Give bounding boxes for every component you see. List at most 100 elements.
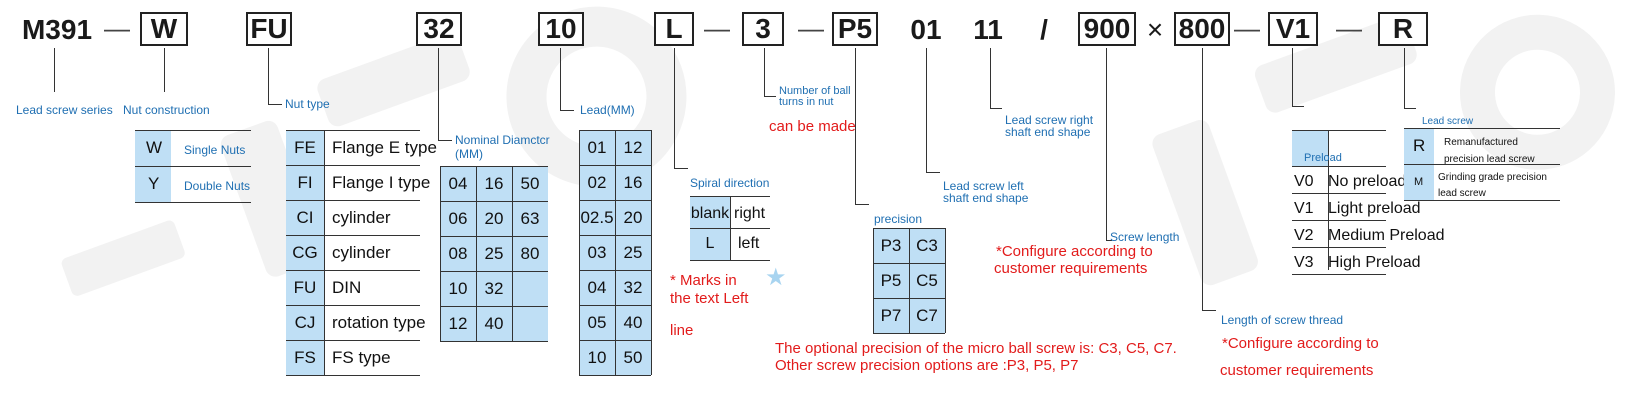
table-rule [324, 130, 325, 375]
precision-cell: C5 [916, 271, 938, 290]
table-rule [286, 340, 420, 341]
table-rule [286, 305, 420, 306]
nut-type-desc: DIN [332, 278, 362, 297]
table-rule [1292, 130, 1386, 131]
preload-table: Preload [1292, 130, 1387, 270]
table-rule [579, 165, 651, 166]
spiral-table: blank right L left [690, 196, 770, 261]
watermark-bar [1152, 119, 1258, 286]
table-rule [440, 306, 548, 307]
diameter-cell: 63 [520, 209, 540, 228]
precision-table [873, 228, 946, 333]
label-diameter-1: Nominal Diamctcr [455, 133, 550, 147]
diameter-cell: 06 [448, 209, 468, 228]
note-configure-2a: *Configure according to [1222, 335, 1379, 352]
nut-type-desc: Flange E type [332, 138, 437, 157]
code-screw-kind: R [1378, 12, 1428, 46]
code-nut-type: FU [246, 12, 292, 46]
table-rule [579, 130, 580, 375]
table-rule [1292, 274, 1386, 275]
label-series: Lead screw series [16, 103, 113, 117]
connector-screw-length [1106, 48, 1107, 240]
nut-type-desc: cylinder [332, 208, 391, 227]
connector-left-end-h [926, 172, 940, 173]
table-rule [1292, 220, 1386, 221]
lead-cell: 02.5 [580, 208, 614, 227]
diameter-cell: 50 [520, 174, 540, 193]
lead-cell: 25 [623, 243, 643, 262]
lead-cell: 16 [623, 173, 643, 192]
connector-screw-kind [1404, 48, 1405, 108]
table-rule [512, 166, 513, 341]
code-slash: / [1040, 14, 1048, 45]
table-rule [135, 202, 251, 203]
code-precision: P5 [832, 12, 878, 46]
label-turns-1: Number of ball [779, 85, 851, 97]
table-rule [440, 166, 548, 167]
screw-kind-desc-r-1: Remanufactured [1444, 137, 1518, 148]
table-rule [1404, 200, 1560, 201]
table-rule [579, 130, 651, 131]
connector-precision-h [855, 204, 869, 205]
label-preload: Preload [1304, 152, 1342, 164]
preload-code: V3 [1294, 254, 1314, 271]
connector-diameter [438, 48, 439, 140]
table-rule [286, 165, 420, 166]
connector-lead-h [560, 110, 574, 111]
label-screw-kind: Lead screw [1422, 116, 1474, 127]
connector-turns-h [764, 96, 776, 97]
lead-cell: 05 [587, 313, 607, 332]
table-rule [286, 235, 420, 236]
diameter-cell: 25 [484, 244, 504, 263]
screw-kind-desc-m-2: lead screw [1438, 188, 1486, 199]
code-thread-length: 800 [1174, 12, 1230, 46]
code-screw-length: 900 [1078, 12, 1136, 46]
nut-code-single: W [146, 138, 163, 157]
spiral-desc-right: right [734, 205, 766, 222]
table-rule [579, 200, 651, 201]
nut-type-table [286, 130, 420, 375]
table-rule [873, 228, 945, 229]
code-left-end: 01 [910, 14, 942, 45]
nut-type-code: CI [296, 208, 314, 227]
code-right-end: 11 [973, 14, 1003, 45]
nut-code-double: Y [148, 174, 160, 193]
nut-type-desc: FS type [332, 348, 391, 367]
dash-separator: — [1234, 13, 1260, 43]
code-nut: W [140, 12, 188, 46]
star-icon: ★ [765, 264, 787, 291]
diameter-cell: 08 [448, 244, 468, 263]
note-marks-2: the text Left [670, 290, 749, 307]
table-rule [579, 340, 651, 341]
connector-right-end [990, 48, 991, 108]
note-configure-1a: *Configure according to [996, 243, 1153, 260]
table-rule [579, 270, 651, 271]
lead-cell: 12 [623, 138, 643, 157]
code-spiral: L [654, 12, 694, 46]
preload-header-fill [1292, 130, 1328, 166]
table-rule [286, 270, 420, 271]
connector-precision [855, 48, 856, 204]
diameter-cell: 10 [448, 279, 468, 298]
connector-left-end [926, 48, 927, 172]
lead-cell: 01 [587, 138, 607, 157]
diameter-cell: 80 [520, 244, 540, 263]
diameter-cell: 40 [484, 314, 504, 333]
label-right-end-1: Lead screw right [1005, 113, 1094, 127]
table-rule [440, 341, 548, 342]
lead-cell: 40 [623, 313, 643, 332]
screw-kind-code-r: R [1413, 136, 1426, 155]
connector-diameter-h [438, 140, 452, 141]
lead-cell: 03 [587, 243, 607, 262]
connector-series [54, 48, 55, 92]
nut-type-desc: rotation type [332, 313, 426, 332]
table-rule [1292, 166, 1386, 167]
label-precision: precision [874, 212, 923, 226]
table-rule [135, 130, 251, 131]
nut-desc-double: Double Nuts [184, 179, 251, 193]
table-rule [873, 228, 874, 333]
lead-cell: 10 [587, 348, 607, 367]
label-nut: Nut construction [123, 103, 210, 117]
nut-type-code: CG [292, 243, 318, 262]
connector-spiral-h [674, 168, 688, 169]
